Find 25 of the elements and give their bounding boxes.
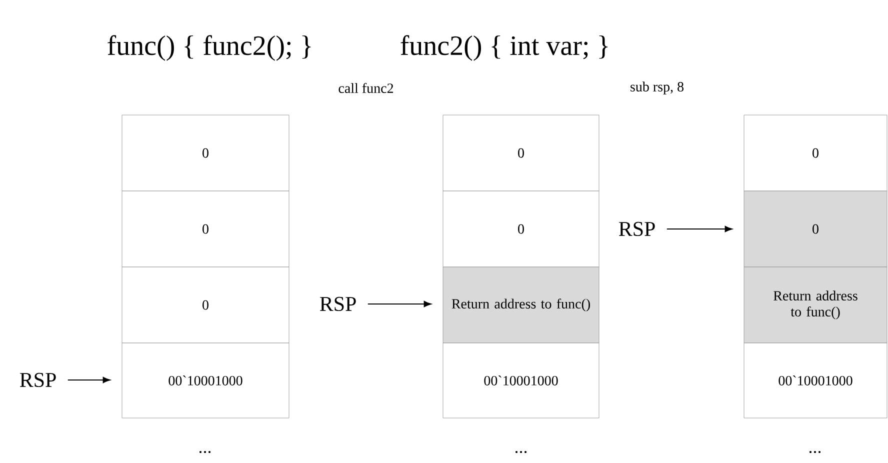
stack-cell: 0 [442,114,600,192]
arrow [666,226,732,232]
stack-cell: 0 [744,190,888,268]
stack-cell: 00`10001000 [442,342,600,418]
stack-cell: 00`10001000 [122,342,290,418]
stack-cell: 0 [442,190,600,268]
stack-cell: 00`10001000 [744,342,888,418]
ellipsis: ... [809,450,821,454]
stack-cell: 0 [122,114,290,192]
register-label: RSP [618,222,655,236]
stack-cell: 0 [122,266,290,344]
arrow [67,376,110,384]
code-line: func() { func2(); } [108,35,311,61]
stack-cell: 0 [744,114,888,192]
ellipsis: ... [515,450,527,454]
instruction-label: call func2 [338,83,394,93]
register-label: RSP [320,296,356,312]
arrow [367,300,432,308]
register-label: RSP [20,372,56,388]
stack-cell: 0 [122,190,290,268]
stack-cell: Return address to func() [442,266,600,344]
ellipsis: ... [199,450,211,454]
stack-cell: Return address to func() [744,266,888,344]
code-line: func2() { int var; } [400,35,608,61]
instruction-label: sub rsp, 8 [630,82,684,94]
